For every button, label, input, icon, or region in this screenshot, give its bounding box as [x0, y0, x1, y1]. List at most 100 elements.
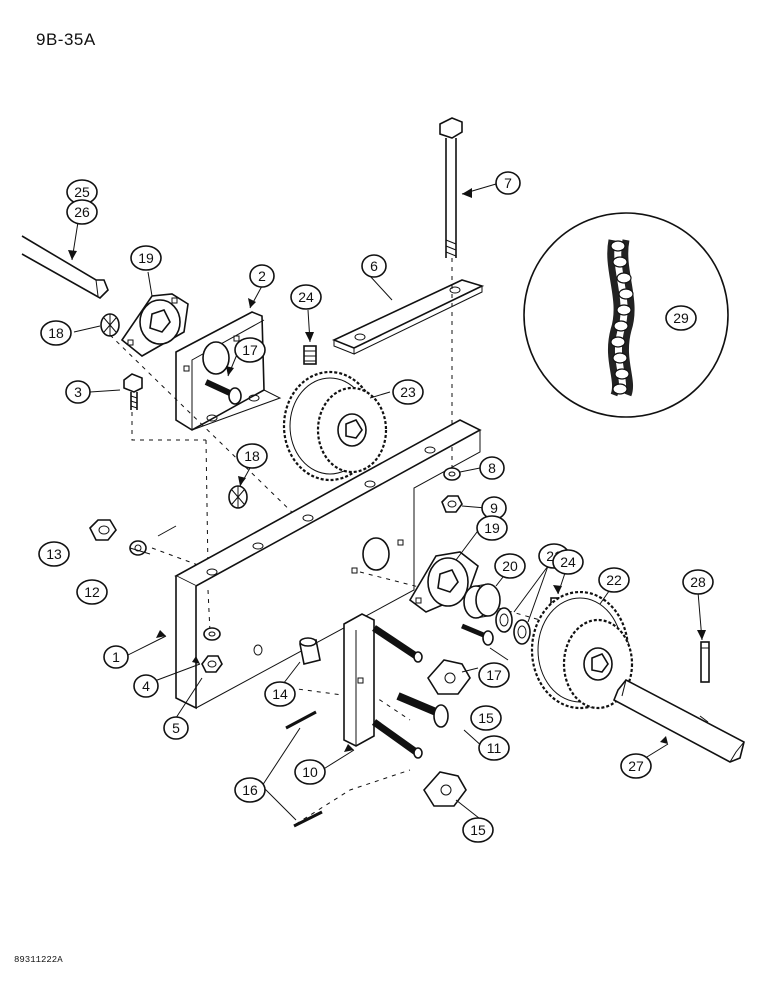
callout-8: 8 [479, 456, 505, 480]
callout-20: 20 [494, 553, 526, 579]
long-bolt [439, 117, 463, 258]
bolt-upper [204, 379, 242, 405]
svg-text:19: 19 [138, 250, 154, 266]
svg-text:18: 18 [244, 448, 260, 464]
svg-text:19: 19 [484, 520, 500, 536]
bushing [299, 637, 321, 665]
callout-18b: 18 [236, 443, 268, 469]
svg-text:1: 1 [112, 649, 120, 665]
idler-sprocket-upper [427, 659, 471, 695]
callout-1: 1 [103, 645, 129, 669]
callout-19a: 19 [130, 245, 162, 271]
svg-text:5: 5 [172, 720, 180, 736]
callout-18a: 18 [40, 320, 72, 346]
svg-text:13: 13 [46, 546, 62, 562]
callout-29: 29 [665, 305, 697, 331]
double-sprocket-lower [530, 590, 634, 710]
callout-17b: 17 [478, 662, 510, 688]
svg-text:9: 9 [490, 500, 498, 516]
callout-7: 7 [495, 171, 521, 195]
hex-nut-left [89, 519, 117, 541]
callout-23: 23 [392, 379, 424, 405]
washers-21 [495, 607, 531, 645]
svg-text:26: 26 [74, 204, 90, 220]
callout-13: 13 [38, 541, 70, 567]
lock-collar-middle [228, 485, 248, 509]
leader-arrows [68, 188, 706, 752]
bolt-lower [396, 692, 449, 728]
svg-text:27: 27 [628, 758, 644, 774]
hex-nut-lower [201, 655, 223, 673]
flange-bearing-upper [120, 293, 189, 357]
svg-text:6: 6 [370, 258, 378, 274]
cotter-pin-upper [285, 710, 317, 730]
callout-24a: 24 [290, 284, 322, 310]
callout-5: 5 [163, 716, 189, 740]
setscrew-upper [303, 345, 317, 365]
cotter-pin-lower [293, 810, 323, 828]
callout-27: 27 [620, 753, 652, 779]
chain-detail-circle [523, 212, 729, 418]
flange-bearing-lower [408, 551, 479, 613]
callout-19b: 19 [476, 515, 508, 541]
hex-nut-top [441, 495, 463, 513]
svg-text:15: 15 [478, 710, 494, 726]
svg-text:7: 7 [504, 175, 512, 191]
roll-pin [700, 641, 710, 683]
svg-text:25: 25 [74, 184, 90, 200]
washer-left [129, 540, 147, 556]
callout-26: 26 [66, 199, 98, 225]
svg-text:3: 3 [74, 384, 82, 400]
callout-10: 10 [294, 759, 326, 785]
bushing-20 [463, 583, 501, 619]
svg-text:11: 11 [487, 740, 502, 756]
svg-text:29: 29 [673, 310, 689, 326]
svg-text:10: 10 [302, 764, 318, 780]
callout-28: 28 [682, 569, 714, 595]
svg-text:28: 28 [690, 574, 706, 590]
double-sprocket-upper [282, 370, 388, 482]
svg-text:8: 8 [488, 460, 496, 476]
washer-lower [203, 627, 221, 641]
svg-text:4: 4 [142, 678, 150, 694]
svg-text:15: 15 [470, 822, 486, 838]
callout-25: 25 [66, 179, 98, 205]
svg-text:24: 24 [560, 554, 576, 570]
svg-text:2: 2 [258, 268, 266, 284]
footer-code: 89311222A [14, 955, 63, 965]
callout-24b: 24 [552, 549, 584, 575]
callout-3: 3 [65, 380, 91, 404]
lock-collar-upper [100, 313, 120, 337]
idler-sprocket-lower [423, 771, 467, 807]
svg-text:22: 22 [606, 572, 622, 588]
callout-15a: 15 [470, 705, 502, 731]
svg-text:18: 18 [48, 325, 64, 341]
callout-12: 12 [76, 579, 108, 605]
callout-14: 14 [264, 681, 296, 707]
svg-text:17: 17 [242, 342, 258, 358]
top-plate [331, 279, 485, 355]
svg-text:17: 17 [486, 667, 502, 683]
callout-2: 2 [249, 264, 275, 288]
stud-bracket [343, 613, 423, 759]
svg-text:14: 14 [272, 686, 288, 702]
washer-top [443, 467, 461, 481]
callout-22: 22 [598, 567, 630, 593]
page-code: 9B-35A [36, 30, 96, 49]
roller-chain [607, 239, 635, 397]
shaft-lower [612, 678, 745, 763]
svg-text:23: 23 [400, 384, 416, 400]
svg-text:24: 24 [298, 289, 314, 305]
callout-16: 16 [234, 777, 266, 803]
svg-text:12: 12 [84, 584, 100, 600]
callout-17a: 17 [234, 337, 266, 363]
shaft-upper [21, 235, 109, 299]
svg-text:16: 16 [242, 782, 258, 798]
callout-11: 11 [478, 735, 510, 761]
callout-6: 6 [361, 254, 387, 278]
hex-bolt [123, 373, 143, 410]
main-channel-bracket [174, 419, 482, 710]
callout-15b: 15 [462, 817, 494, 843]
svg-text:20: 20 [502, 558, 518, 574]
